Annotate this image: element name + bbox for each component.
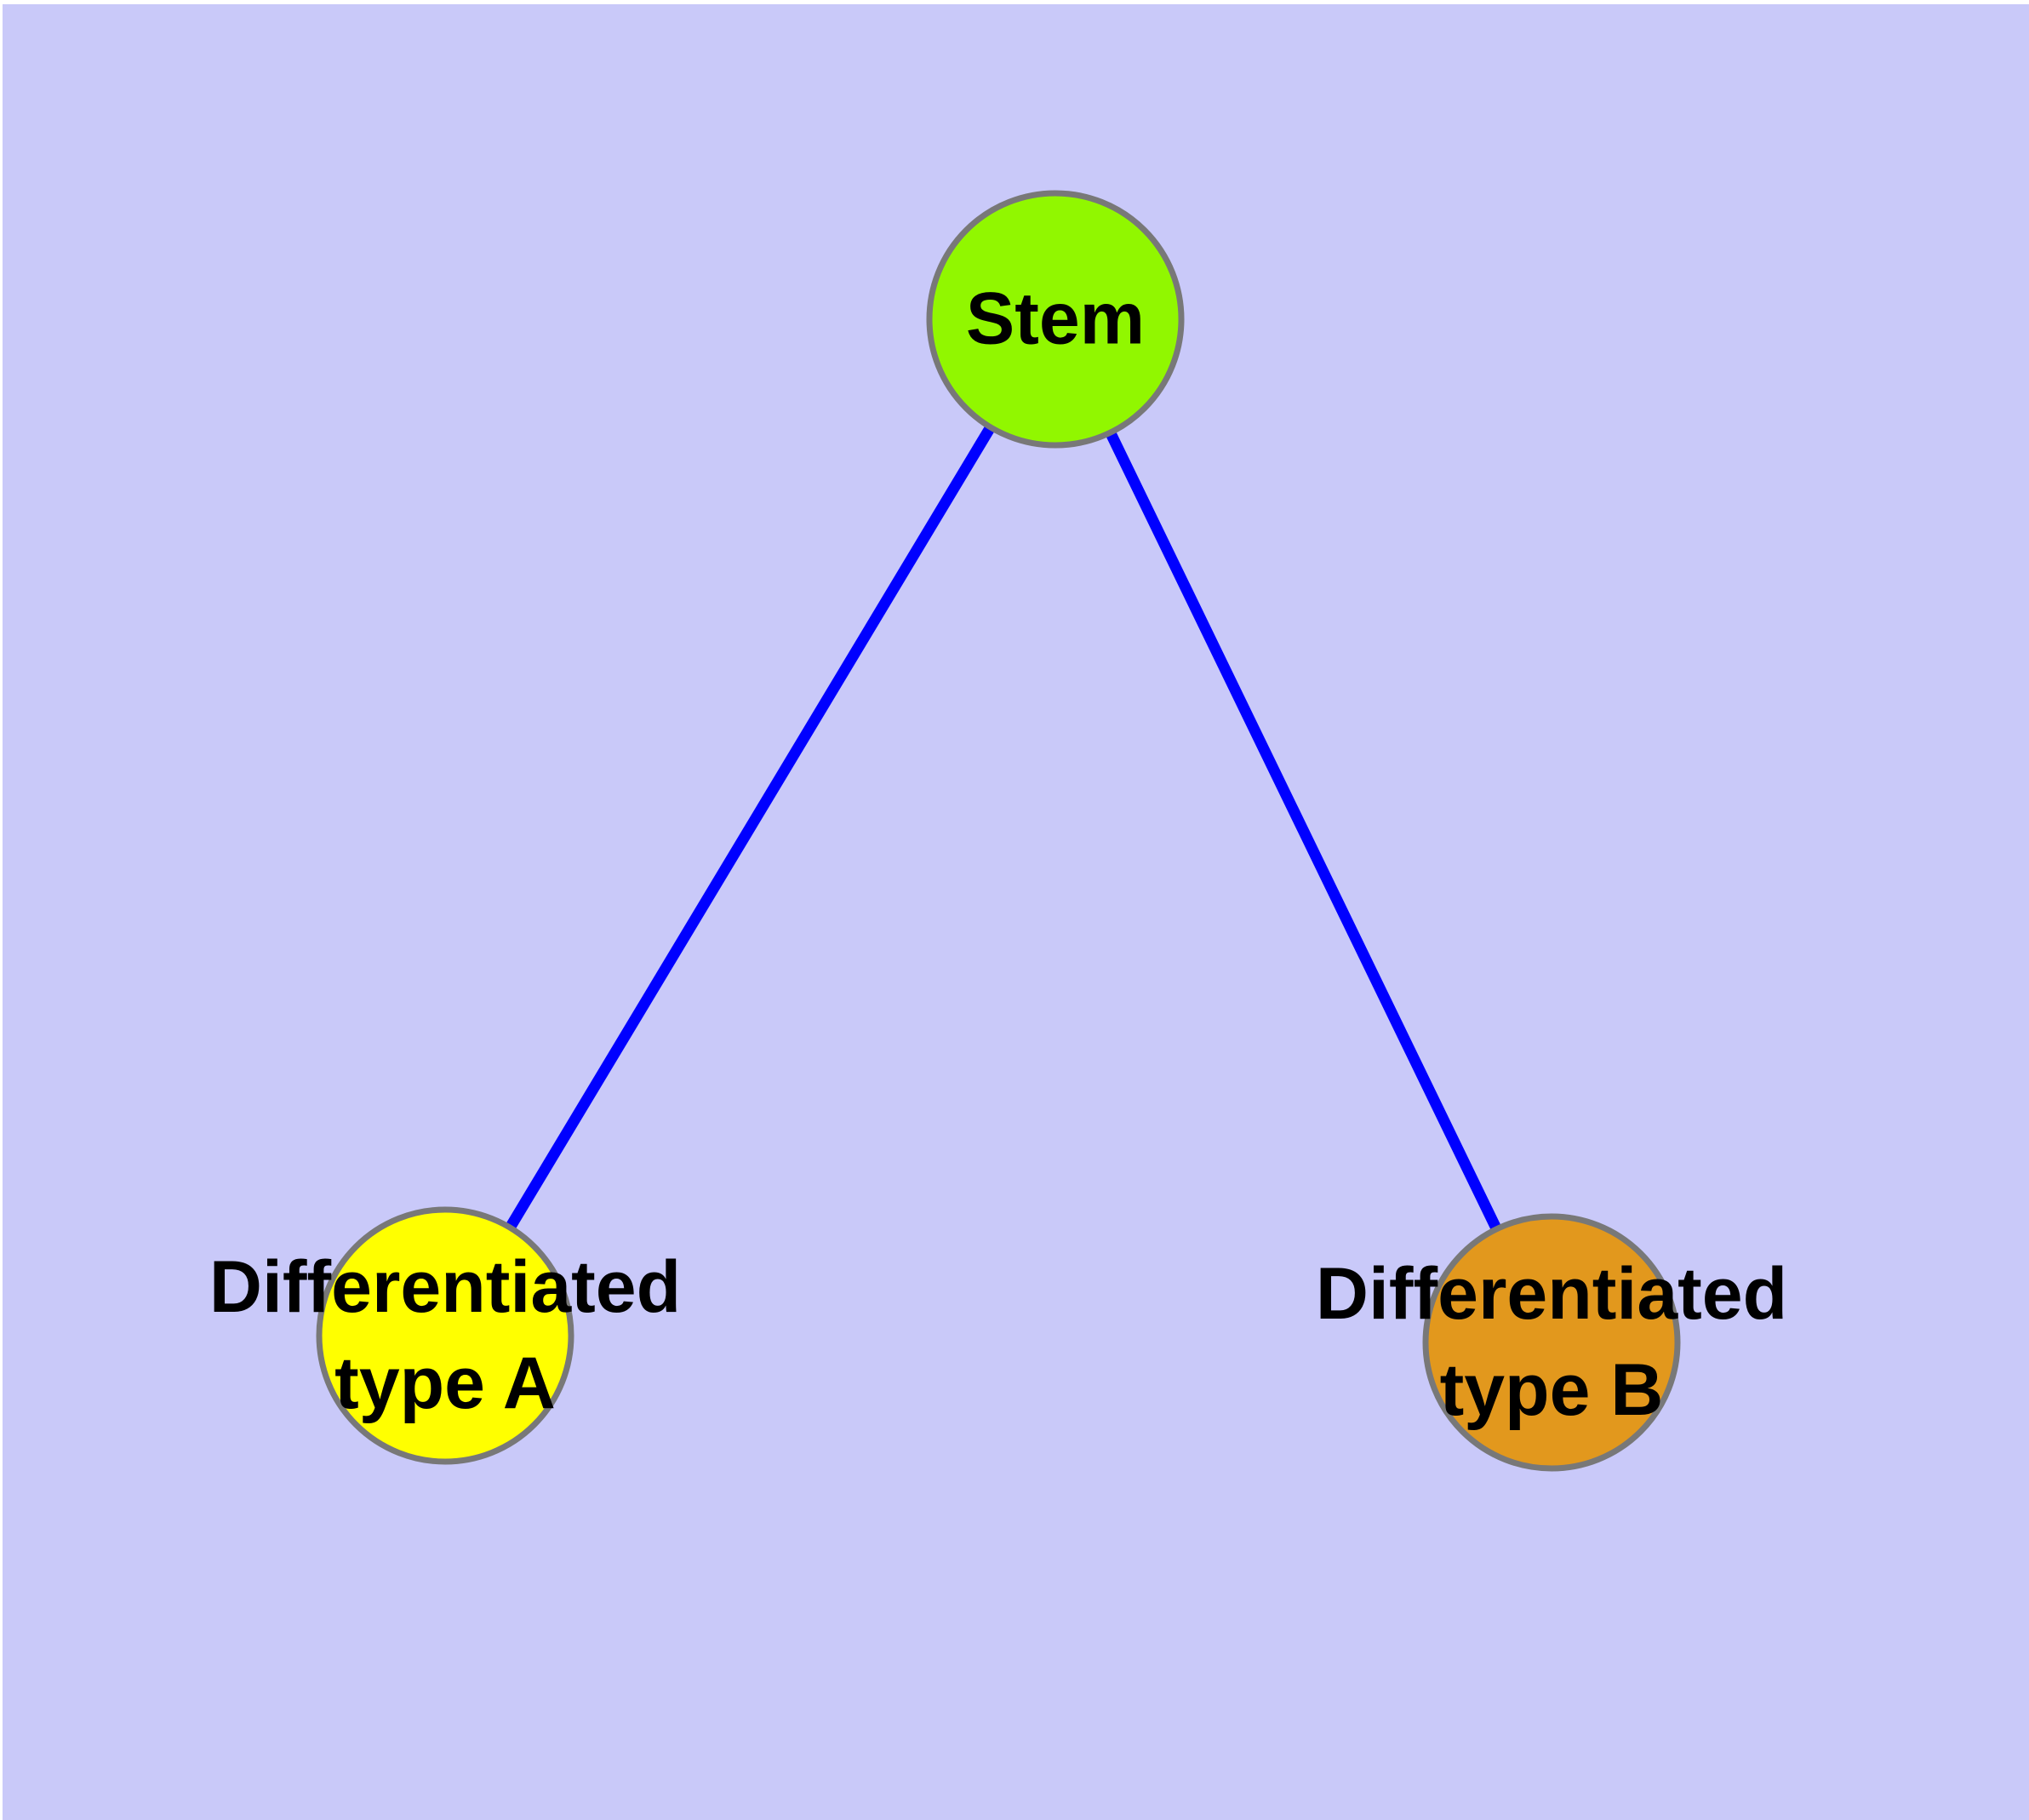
node-stem (926, 190, 1185, 449)
node-differentiated-type-b (1422, 1213, 1681, 1472)
edge-stem-to-type-b (1050, 317, 1557, 1345)
edge-stem-to-type-a (440, 316, 1060, 1339)
graph-canvas (316, 190, 1681, 1472)
plot-area: Stem Differentiated type A Differentiate… (3, 4, 2029, 1820)
node-differentiated-type-a (316, 1206, 574, 1465)
